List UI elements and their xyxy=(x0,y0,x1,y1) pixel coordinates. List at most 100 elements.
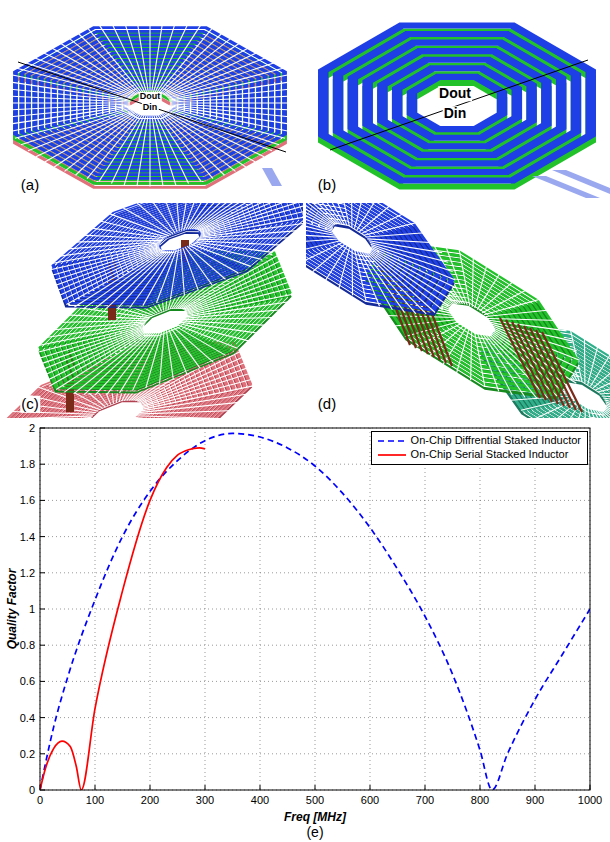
turn-gap xyxy=(184,283,283,345)
coil-layer xyxy=(14,214,303,418)
tick-mark xyxy=(535,785,536,790)
grid-line xyxy=(40,753,590,754)
grid-line xyxy=(535,428,536,790)
turn-gap xyxy=(78,208,164,267)
turn-gap xyxy=(161,112,235,171)
coil-turn xyxy=(306,203,458,326)
turn-gap xyxy=(137,20,148,92)
turn-gap xyxy=(183,248,198,290)
turn-gap xyxy=(193,223,262,280)
y-tick-label: 0.6 xyxy=(20,675,35,687)
coil-turn xyxy=(360,224,584,412)
grid-line xyxy=(425,428,426,790)
turn-gap xyxy=(357,203,379,230)
dimension-label: Dout xyxy=(438,86,472,101)
coil-turn xyxy=(43,203,303,329)
turn-gap xyxy=(606,390,610,418)
turn-gap xyxy=(149,114,150,186)
coil-turn xyxy=(306,203,419,293)
coil-turn xyxy=(126,205,233,275)
coil-turn xyxy=(323,31,590,186)
y-axis-title: Quality Factor xyxy=(6,569,19,650)
tick-mark xyxy=(40,536,45,537)
turn-gap xyxy=(606,402,610,418)
turn-gap xyxy=(170,96,299,102)
turn-gap xyxy=(572,409,610,418)
grid-line xyxy=(150,428,151,790)
coil-turn xyxy=(368,231,576,405)
tick-mark xyxy=(40,572,45,573)
turn-gap xyxy=(199,203,303,232)
legend-entry: On-Chip Diffrential Staked Inductor xyxy=(376,434,581,448)
turn-gap xyxy=(186,203,286,229)
coil-turn xyxy=(49,203,303,325)
turn-gap xyxy=(491,323,579,381)
grid-line xyxy=(260,428,261,790)
turn-gap xyxy=(62,216,162,274)
coil-turn xyxy=(323,25,590,180)
tick-mark xyxy=(260,785,261,790)
turn-gap xyxy=(87,204,165,262)
x-tick-label: 900 xyxy=(526,794,544,806)
turn-gap xyxy=(76,113,141,176)
turn-gap xyxy=(55,250,166,302)
panel-label: (a) xyxy=(20,177,40,194)
turn-gap xyxy=(443,326,467,365)
x-tick-label: 1000 xyxy=(578,794,602,806)
turn-gap xyxy=(371,244,455,299)
dimension-label: Dout xyxy=(139,92,162,102)
coil-turn xyxy=(109,203,252,287)
turn-gap xyxy=(603,374,610,418)
tick-mark xyxy=(315,785,316,790)
coil-turn xyxy=(306,203,466,337)
coil-turn xyxy=(368,57,547,161)
turn-gap xyxy=(87,27,142,92)
turn-gap xyxy=(450,256,495,307)
turn-gap xyxy=(161,35,235,94)
coil-turn xyxy=(397,74,517,143)
differential-curve xyxy=(40,433,590,790)
coil-turn xyxy=(306,203,450,319)
turn-gap xyxy=(28,55,134,96)
turn-gap xyxy=(1,102,130,103)
panel-label: (c) xyxy=(20,396,40,413)
via xyxy=(542,332,582,412)
turn-gap xyxy=(590,352,610,387)
y-tick-label: 1.4 xyxy=(20,531,35,543)
tick-mark xyxy=(40,645,45,646)
x-tick-label: 400 xyxy=(251,794,269,806)
tick-mark xyxy=(370,785,371,790)
top-coil xyxy=(29,203,303,339)
tick-mark xyxy=(150,785,151,790)
x-tick-label: 300 xyxy=(196,794,214,806)
tick-mark xyxy=(40,500,45,501)
panel-c xyxy=(0,203,303,418)
coil-turn xyxy=(115,203,246,283)
panel-label: (b) xyxy=(317,177,337,194)
y-tick-label: 0.4 xyxy=(20,712,35,724)
turn-gap xyxy=(593,354,610,395)
turn-gap xyxy=(187,238,225,288)
turn-gap xyxy=(306,203,362,225)
x-tick-label: 700 xyxy=(416,794,434,806)
x-axis-title: Freq [MHz] xyxy=(284,811,346,824)
y-tick-label: 1.6 xyxy=(20,494,35,506)
grid-line xyxy=(95,428,96,790)
tick-mark xyxy=(425,785,426,790)
turn-gap xyxy=(448,329,493,380)
grid-line xyxy=(40,681,590,682)
turn-gap xyxy=(169,249,196,296)
coil-layer xyxy=(306,203,479,343)
turn-gap xyxy=(602,369,610,418)
turn-gap xyxy=(371,233,455,294)
coil-turn xyxy=(353,43,561,164)
turn-gap xyxy=(158,113,213,178)
panel-b xyxy=(323,25,610,198)
turn-gap xyxy=(162,203,177,232)
coil-turn xyxy=(61,203,299,318)
grid-line xyxy=(40,717,590,718)
tick-mark xyxy=(40,717,45,718)
turn-gap xyxy=(180,296,259,359)
